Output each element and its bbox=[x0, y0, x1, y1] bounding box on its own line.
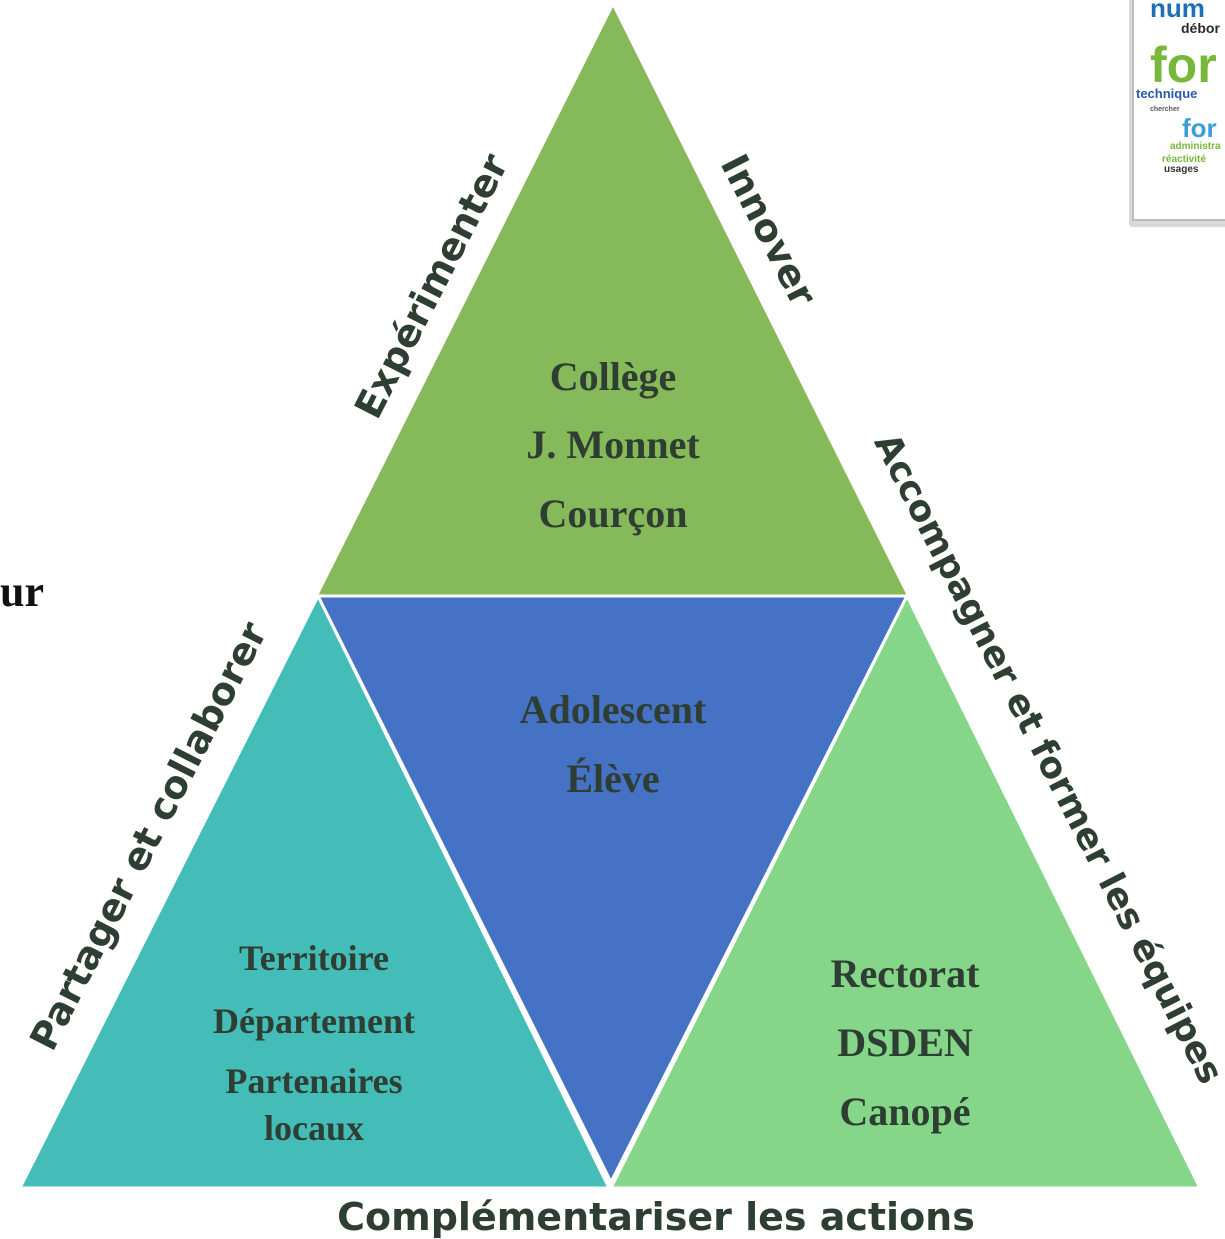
top-line-3: Courçon bbox=[539, 491, 688, 536]
cropped-text-fragment: ur bbox=[0, 567, 44, 616]
top-triangle bbox=[318, 7, 907, 596]
right-line-2: DSDEN bbox=[837, 1020, 973, 1065]
left-triangle bbox=[17, 592, 612, 1190]
left-line-1: Territoire bbox=[239, 938, 389, 978]
cloud-word-8: réactivité bbox=[1162, 154, 1206, 165]
edge-label-bottom: Complémentariser les actions bbox=[337, 1195, 975, 1239]
left-line-3: Partenaires bbox=[225, 1061, 402, 1101]
center-line-1: Adolescent bbox=[520, 687, 707, 732]
right-triangle bbox=[608, 592, 1203, 1190]
left-line-2: Département bbox=[213, 1001, 415, 1041]
word-cloud-thumbnail: num débor for technique chercher for adm… bbox=[1129, 0, 1225, 227]
cloud-word-6: for bbox=[1182, 113, 1217, 143]
cloud-word-3: for bbox=[1150, 37, 1217, 93]
cloud-word-4: technique bbox=[1136, 86, 1197, 101]
right-line-1: Rectorat bbox=[831, 951, 980, 996]
cloud-word-7: administra bbox=[1170, 141, 1221, 152]
cloud-word-9: usages bbox=[1164, 164, 1199, 175]
top-line-1: Collège bbox=[550, 354, 677, 399]
left-line-4: locaux bbox=[264, 1108, 364, 1148]
cloud-word-2: débor bbox=[1181, 20, 1220, 36]
center-line-2: Élève bbox=[566, 756, 659, 801]
cloud-word-1: num bbox=[1150, 0, 1205, 23]
cloud-word-5: chercher bbox=[1150, 106, 1180, 113]
right-line-3: Canopé bbox=[839, 1089, 970, 1134]
top-line-2: J. Monnet bbox=[526, 422, 700, 467]
